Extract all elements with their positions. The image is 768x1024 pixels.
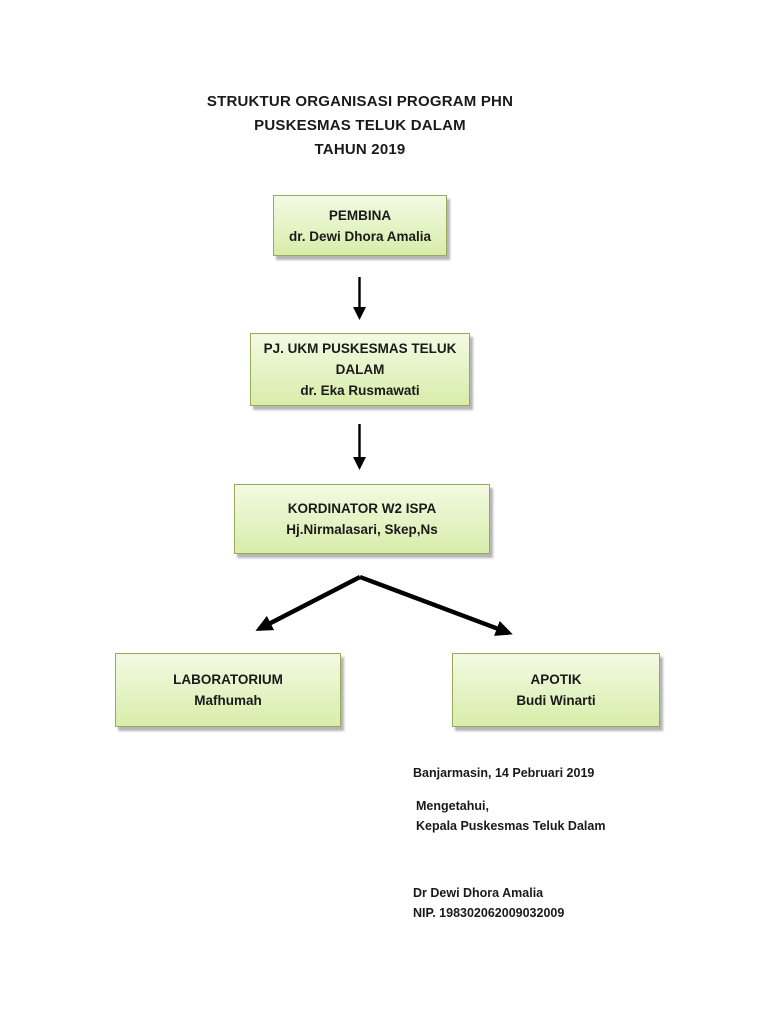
org-node-role: PJ. UKM PUSKESMAS TELUK DALAM (263, 341, 457, 377)
signature-acknowledgement: Mengetahui, Kepala Puskesmas Teluk Dalam (416, 797, 605, 836)
org-node-person: Mafhumah (194, 693, 262, 708)
org-node-role: PEMBINA (328, 207, 392, 223)
org-node-role: KORDINATOR W2 ISPA (287, 501, 437, 516)
org-node-kordinator: KORDINATOR W2 ISPA Hj.Nirmalasari, Skep,… (234, 484, 490, 554)
title-line-3: TAHUN 2019 (314, 141, 406, 158)
org-node-laboratorium: LABORATORIUM Mafhumah (115, 653, 341, 727)
signature-signer: Dr Dewi Dhora Amalia NIP. 19830206200903… (413, 884, 564, 923)
org-node-person: dr. Eka Rusmawati (300, 383, 420, 398)
org-node-pj-ukm: PJ. UKM PUSKESMAS TELUK DALAM dr. Eka Ru… (250, 333, 470, 406)
org-node-person: Hj.Nirmalasari, Skep,Ns (286, 522, 438, 537)
org-node-role: LABORATORIUM (173, 672, 283, 687)
document-title: STRUKTUR ORGANISASI PROGRAM PHN PUSKESMA… (104, 90, 616, 162)
title-line-1: STRUKTUR ORGANISASI PROGRAM PHN (206, 93, 514, 110)
signature-place-date: Banjarmasin, 14 Pebruari 2019 (413, 766, 595, 780)
org-node-person: Budi Winarti (516, 693, 596, 708)
signature-title-line: Kepala Puskesmas Teluk Dalam (416, 818, 606, 833)
arrow-kordinator-to-laboratorium (255, 575, 362, 631)
org-node-role: APOTIK (530, 672, 582, 687)
org-node-person: dr. Dewi Dhora Amalia (288, 228, 432, 244)
arrow-kordinator-to-apotik (359, 574, 513, 636)
signature-nip-line: NIP. 198302062009032009 (413, 905, 565, 920)
org-node-apotik: APOTIK Budi Winarti (452, 653, 660, 727)
signature-ack-line: Mengetahui, (416, 799, 489, 813)
signature-name-line: Dr Dewi Dhora Amalia (413, 886, 544, 900)
title-line-2: PUSKESMAS TELUK DALAM (254, 117, 466, 134)
org-node-pembina: PEMBINA dr. Dewi Dhora Amalia (273, 195, 447, 256)
